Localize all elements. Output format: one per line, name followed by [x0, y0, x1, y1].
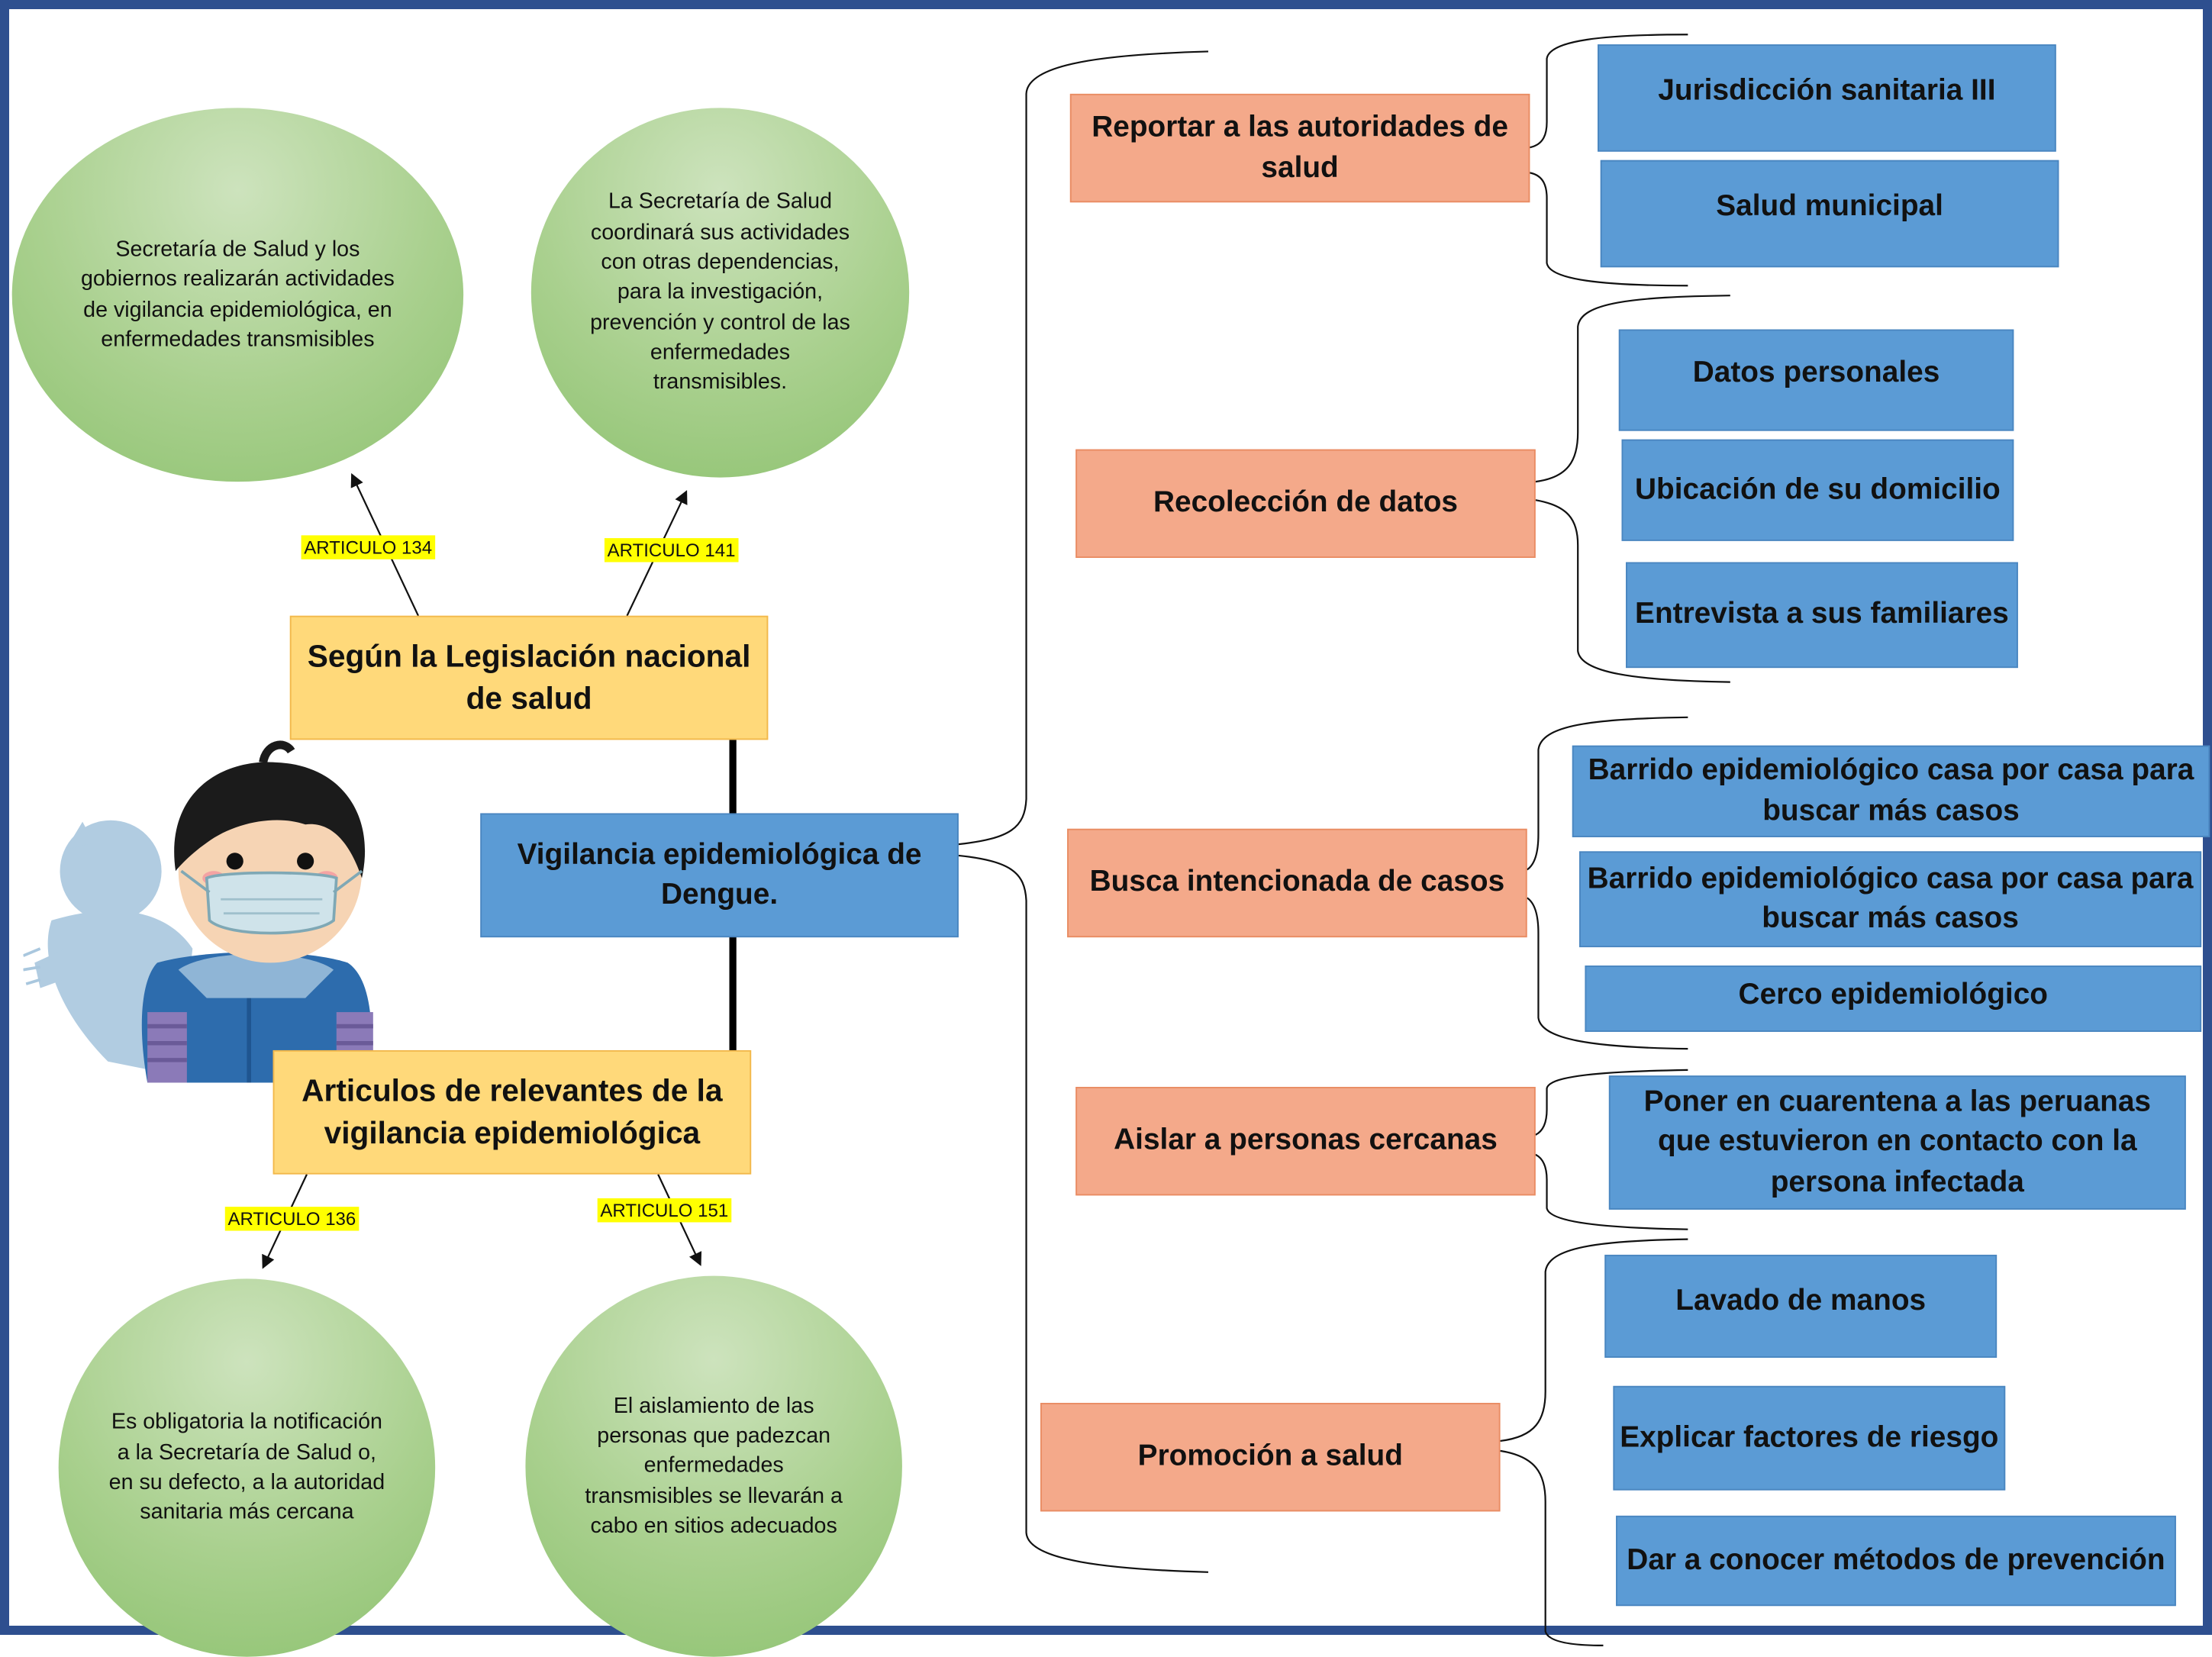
leaf-entrevista: Entrevista a sus familiares: [1626, 562, 2018, 669]
label-article-134: ARTICULO 134: [301, 535, 435, 559]
leaf-salud-municipal: Salud municipal: [1600, 160, 2059, 268]
articulos-text: Articulos de relevantes de la vigilancia…: [301, 1073, 723, 1151]
action-aislar: Aislar a personas cercanas: [1075, 1087, 1536, 1196]
brace-recoleccion: [1535, 295, 1730, 483]
label-article-136: ARTICULO 136: [224, 1207, 359, 1231]
articulos-box: Articulos de relevantes de la vigilancia…: [272, 1049, 752, 1175]
label-article-151: ARTICULO 151: [597, 1198, 731, 1223]
central-topic-box: Vigilancia epidemiológica de Dengue.: [480, 813, 959, 938]
legislacion-text: Según la Legislación nacional de salud: [307, 638, 751, 716]
leaf-lavado-text: Lavado de manos: [1675, 1284, 1927, 1317]
circle-article-134-text: Secretaría de Salud y los gobiernos real…: [80, 237, 395, 352]
leaf-cuarentena: Poner en cuarentena a las peruanas que e…: [1608, 1075, 2186, 1210]
action-promocion: Promoción a salud: [1040, 1403, 1501, 1512]
leaf-datos-personales: Datos personales: [1618, 329, 2014, 431]
legislacion-box: Según la Legislación nacional de salud: [289, 615, 769, 740]
leaf-ubicacion-text: Ubicación de su domicilio: [1634, 472, 2001, 506]
leaf-entrevista-text: Entrevista a sus familiares: [1635, 598, 2009, 630]
leaf-metodos-text: Dar a conocer métodos de prevención: [1627, 1543, 2165, 1577]
circle-article-141-text: La Secretaría de Salud coordinará sus ac…: [590, 189, 850, 395]
label-article-141: ARTICULO 141: [604, 538, 739, 563]
brace-reportar: [1530, 34, 1688, 149]
brace-reportar-b: [1530, 172, 1688, 287]
leaf-factores: Explicar factores de riesgo: [1613, 1385, 2006, 1491]
action-recoleccion-text: Recolección de datos: [1153, 486, 1459, 519]
leaf-metodos: Dar a conocer métodos de prevención: [1616, 1515, 2176, 1607]
action-reportar-text: Reportar a las autoridades de salud: [1091, 111, 1508, 184]
connector-lines: [262, 34, 1730, 1647]
leaf-datos-personales-text: Datos personales: [1692, 356, 1940, 389]
leaf-ubicacion: Ubicación de su domicilio: [1621, 439, 2014, 541]
circle-article-136-text: Es obligatoria la notificación a la Secr…: [108, 1410, 385, 1525]
brace-promocion-b: [1500, 1449, 1604, 1647]
brace-main-top: [958, 50, 1209, 846]
leaf-lavado: Lavado de manos: [1604, 1254, 1998, 1358]
brace-recoleccion-b: [1535, 499, 1730, 683]
child-with-mask-icon: [23, 740, 373, 1083]
leaf-barrido-1-text: Barrido epidemiológico casa por casa par…: [1588, 754, 2194, 827]
brace-busca-b: [1526, 897, 1688, 1050]
leaf-jurisdiccion: Jurisdicción sanitaria III: [1598, 44, 2056, 152]
action-busca-text: Busca intencionada de casos: [1089, 866, 1505, 898]
action-promocion-text: Promoción a salud: [1137, 1439, 1403, 1473]
diagram-canvas: Secretaría de Salud y los gobiernos real…: [9, 9, 2212, 1657]
leaf-barrido-2: Barrido epidemiológico casa por casa par…: [1579, 851, 2202, 948]
circle-article-151-text: El aislamiento de las personas que padez…: [585, 1394, 843, 1539]
action-aislar-text: Aislar a personas cercanas: [1114, 1123, 1498, 1157]
leaf-jurisdiccion-text: Jurisdicción sanitaria III: [1658, 74, 1996, 107]
circle-article-141: La Secretaría de Salud coordinará sus ac…: [530, 108, 910, 478]
brace-main-bottom: [958, 854, 1209, 1573]
leaf-cerco-text: Cerco epidemiológico: [1738, 978, 2048, 1011]
leaf-barrido-2-text: Barrido epidemiológico casa por casa par…: [1587, 862, 2194, 935]
circle-article-151: El aislamiento de las personas que padez…: [525, 1275, 902, 1657]
leaf-salud-municipal-text: Salud municipal: [1716, 189, 1943, 223]
leaf-cuarentena-text: Poner en cuarentena a las peruanas que e…: [1643, 1085, 2152, 1198]
action-busca: Busca intencionada de casos: [1067, 828, 1527, 938]
leaf-barrido-1: Barrido epidemiológico casa por casa par…: [1572, 745, 2210, 837]
circle-article-136: Es obligatoria la notificación a la Secr…: [58, 1278, 436, 1657]
central-topic-text: Vigilancia epidemiológica de Dengue.: [517, 838, 922, 911]
brace-promocion: [1500, 1238, 1688, 1443]
brace-busca: [1526, 716, 1688, 871]
leaf-factores-text: Explicar factores de riesgo: [1620, 1420, 1999, 1454]
action-recoleccion: Recolección de datos: [1075, 449, 1536, 558]
circle-article-134: Secretaría de Salud y los gobiernos real…: [11, 108, 464, 482]
brace-aislar-b: [1535, 1153, 1688, 1230]
brace-aislar: [1535, 1069, 1688, 1136]
action-reportar: Reportar a las autoridades de salud: [1069, 93, 1530, 203]
leaf-cerco: Cerco epidemiológico: [1585, 966, 2202, 1032]
